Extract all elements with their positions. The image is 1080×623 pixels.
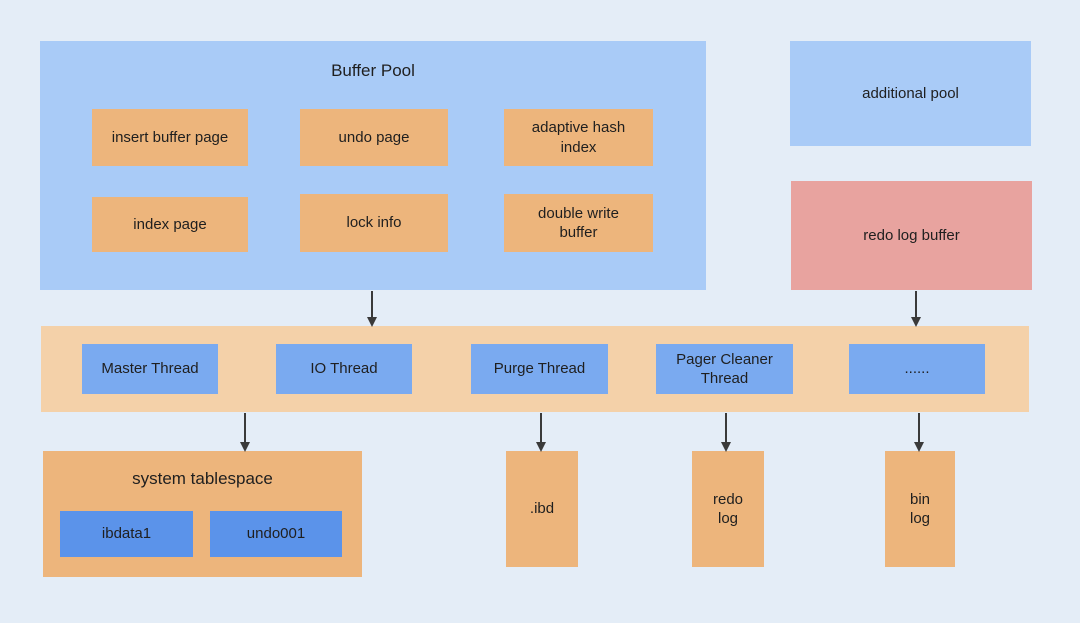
ibd-file: .ibd <box>506 451 578 567</box>
more-threads: ...... <box>849 344 985 394</box>
master-thread: Master Thread <box>82 344 218 394</box>
pager-cleaner-thread: Pager Cleaner Thread <box>656 344 793 394</box>
bin-log-file: bin log <box>885 451 955 567</box>
system-tablespace-title: system tablespace <box>132 469 273 488</box>
undo-page: undo page <box>300 109 448 166</box>
ibdata1-file: ibdata1 <box>60 511 193 557</box>
index-page: index page <box>92 197 248 252</box>
buffer-pool-title: Buffer Pool <box>331 61 415 80</box>
undo001-file: undo001 <box>210 511 342 557</box>
adaptive-hash-index: adaptive hash index <box>504 109 653 166</box>
redo-log-buffer: redo log buffer <box>791 181 1032 290</box>
io-thread: IO Thread <box>276 344 412 394</box>
redo-log-file: redo log <box>692 451 764 567</box>
double-write-buffer: double write buffer <box>504 194 653 252</box>
purge-thread: Purge Thread <box>471 344 608 394</box>
insert-buffer-page: insert buffer page <box>92 109 248 166</box>
lock-info: lock info <box>300 194 448 252</box>
additional-pool: additional pool <box>790 41 1031 146</box>
